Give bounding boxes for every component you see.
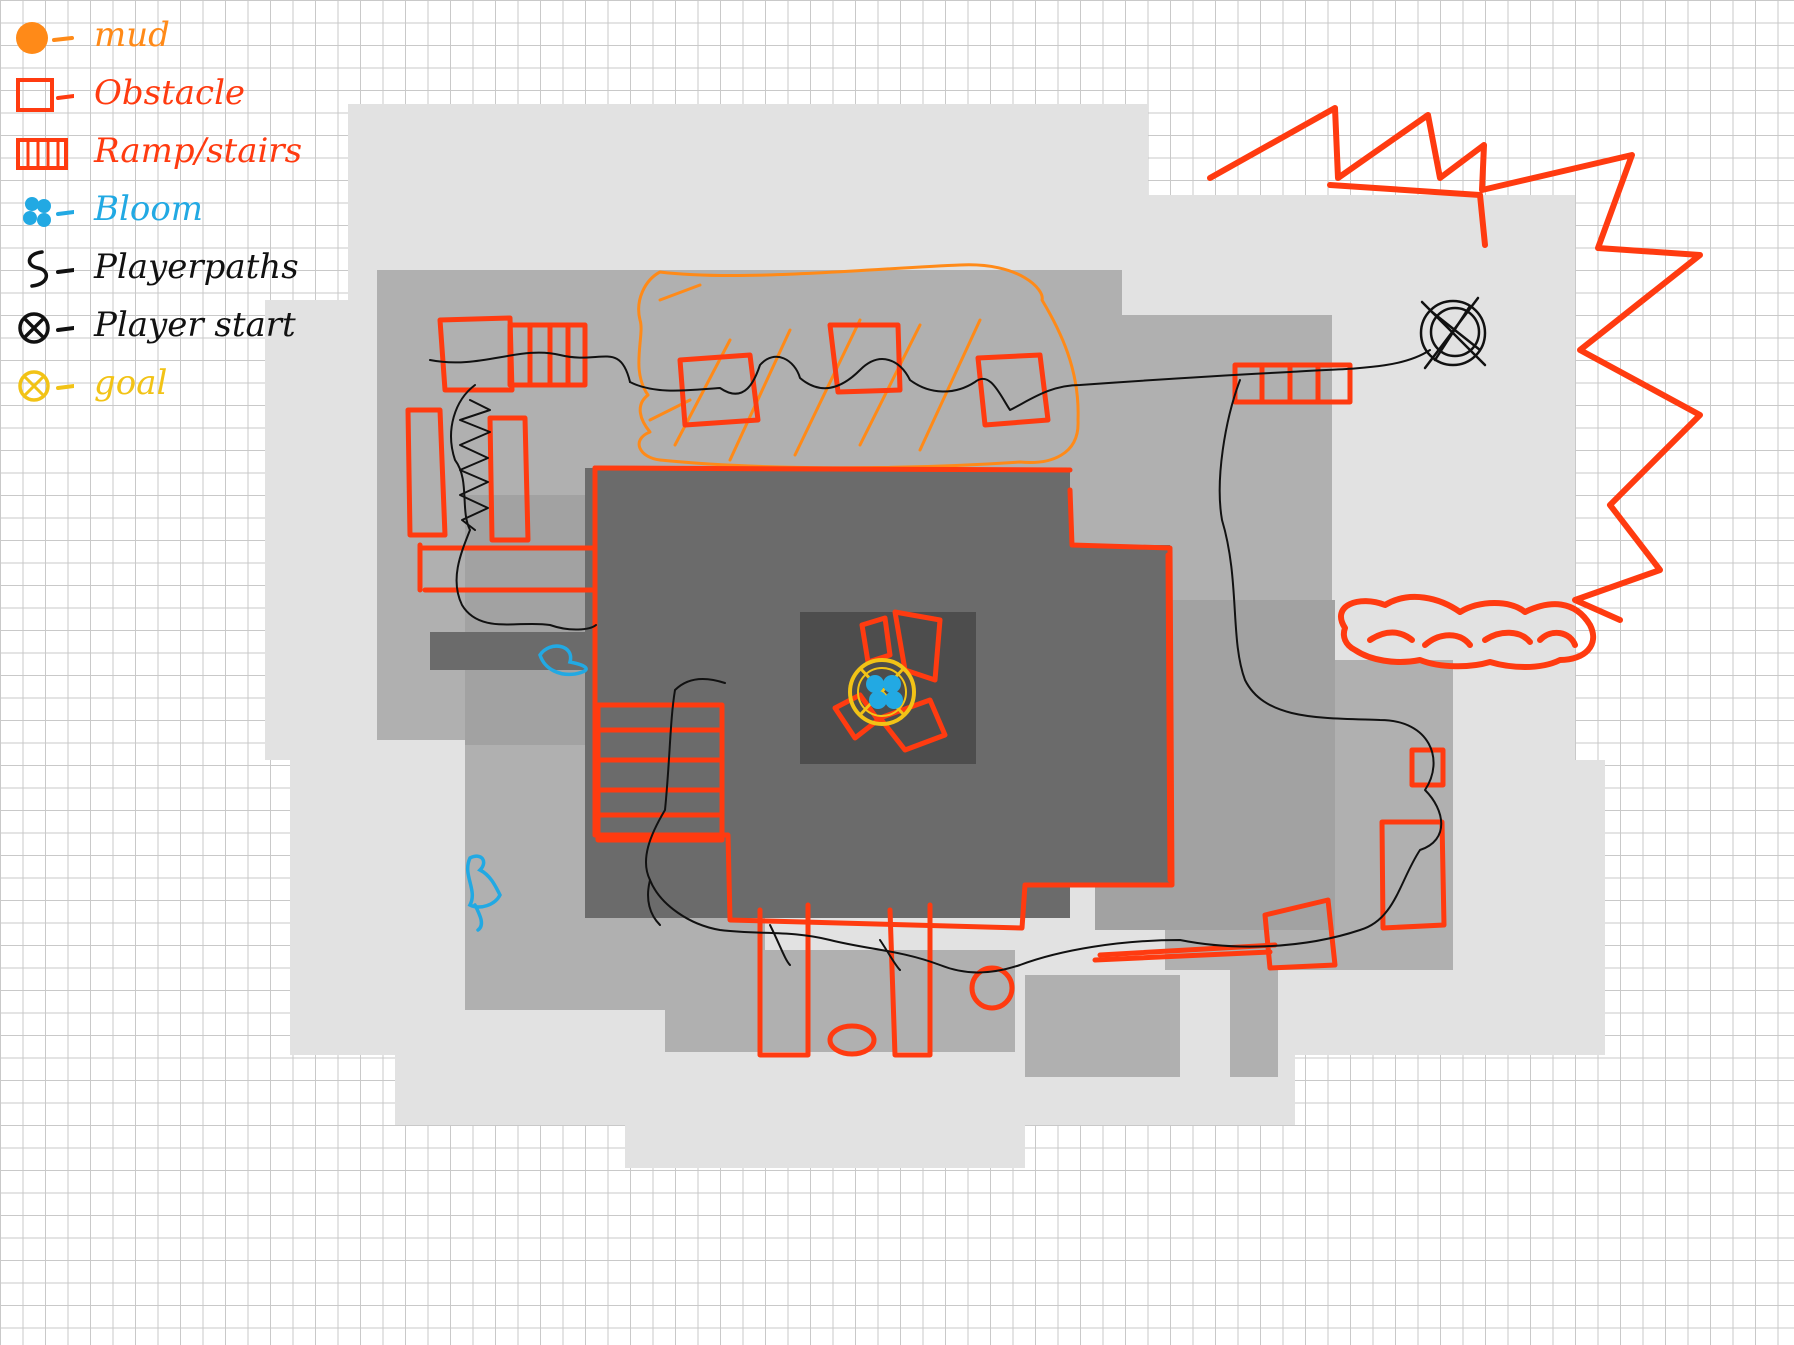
mud-dot-icon	[14, 16, 74, 56]
legend-player-start-label: Player start	[94, 296, 296, 354]
legend-obstacle: Obstacle	[14, 64, 354, 122]
legend-bloom-label: Bloom	[94, 180, 203, 238]
legend-ramp: Ramp/stairs	[14, 122, 354, 180]
goal-icon	[14, 364, 74, 404]
legend-mud: mud	[14, 6, 354, 64]
legend-ramp-label: Ramp/stairs	[94, 122, 302, 180]
obstacle-square-icon	[14, 74, 74, 114]
legend-goal: goal	[14, 354, 354, 412]
legend-bloom: Bloom	[14, 180, 354, 238]
legend-player-paths: Playerpaths	[14, 238, 354, 296]
legend-player-paths-label: Playerpaths	[94, 238, 299, 296]
legend-goal-label: goal	[94, 354, 167, 412]
player-path-squiggle-icon	[14, 248, 74, 288]
legend-player-start: Player start	[14, 296, 354, 354]
bloom-flower-icon	[14, 190, 74, 230]
player-start-icon	[14, 306, 74, 346]
legend-obstacle-label: Obstacle	[94, 64, 245, 122]
ramp-stairs-icon	[14, 132, 74, 172]
legend: mud Obstacle Ramp/stairs Bloom Playerpa	[14, 6, 354, 412]
legend-mud-label: mud	[94, 6, 170, 64]
